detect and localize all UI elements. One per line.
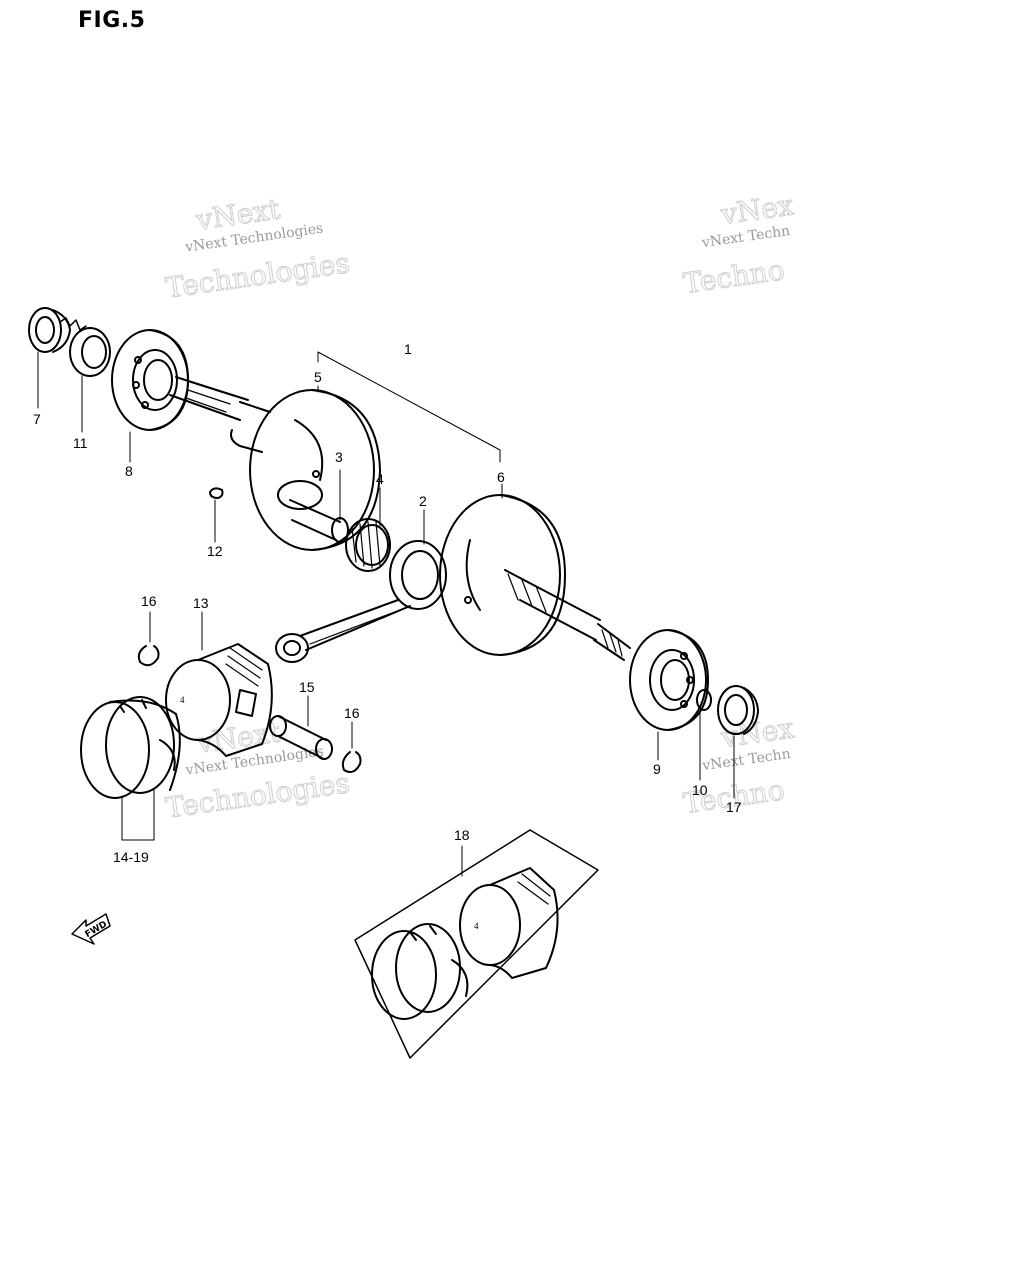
part-6-crank-web-right: [439, 494, 566, 656]
figure-title: FIG.5: [78, 8, 146, 33]
callout-8: 8: [125, 463, 133, 479]
callout-10: 10: [692, 782, 708, 798]
callout-18: 18: [454, 827, 470, 843]
part-14-19-piston-rings: [80, 696, 181, 799]
svg-text:4: 4: [474, 921, 479, 931]
part-15-piston-pin: [269, 715, 333, 760]
part-8-bearing: [111, 329, 189, 431]
crank-left-shaft: [169, 376, 271, 453]
part-16-circlip-lower: [341, 751, 362, 773]
callout-3: 3: [335, 449, 343, 465]
callout-15: 15: [299, 679, 315, 695]
callout-4: 4: [376, 471, 384, 487]
watermark-text: Technologies: [164, 246, 352, 304]
callout-5: 5: [314, 369, 322, 385]
part-16-circlip-upper: [137, 645, 160, 667]
watermark-text: Techno: [681, 253, 786, 300]
part-2-connecting-rod: [275, 540, 447, 663]
part-10-o-ring: [696, 689, 712, 711]
callout-7: 7: [33, 411, 41, 427]
callout-17: 17: [726, 799, 742, 815]
leader-lines: [37, 351, 735, 877]
fwd-label: FWD: [84, 920, 109, 940]
callout-12: 12: [207, 543, 223, 559]
callout-16-upper: 16: [141, 593, 157, 609]
callout-14-19: 14-19: [113, 849, 149, 865]
part-13-piston: 4: [165, 643, 273, 757]
fwd-arrow-icon: [71, 913, 111, 945]
part-7-oil-seal: [28, 307, 71, 353]
callout-6: 6: [497, 469, 505, 485]
watermark-top-left: vNext vNext Technologies Technologies: [163, 192, 352, 305]
callout-9: 9: [653, 761, 661, 777]
callout-2: 2: [419, 493, 427, 509]
svg-text:4: 4: [180, 695, 185, 705]
callout-11: 11: [73, 435, 88, 451]
part-4-needle-bearing: [345, 518, 391, 572]
callout-16-lower: 16: [344, 705, 360, 721]
watermark-mid-left: vNext vNext Technologies Technologies: [163, 715, 352, 825]
part-18-piston-kit: 4: [354, 829, 599, 1059]
part-9-bearing: [629, 629, 709, 731]
part-11-gear: [59, 317, 111, 377]
watermark-top-right: vNex vNext Techn Techno: [681, 188, 797, 301]
part-3-crank-pin: [289, 499, 349, 543]
part-17-oil-seal: [717, 685, 759, 735]
callout-1: 1: [404, 341, 412, 357]
part-12-key: [209, 487, 224, 499]
crank-right-shaft: [504, 569, 631, 661]
callout-13: 13: [193, 595, 209, 611]
